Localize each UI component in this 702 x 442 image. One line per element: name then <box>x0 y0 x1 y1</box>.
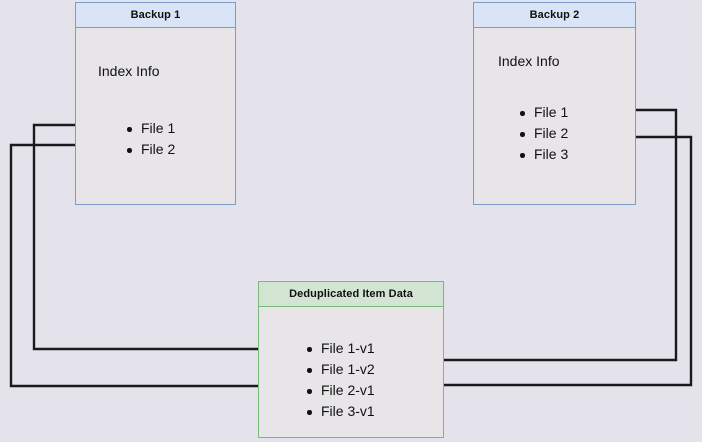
backup-1-node[interactable]: Backup 1 Index Info File 1 File 2 <box>75 2 236 205</box>
dedup-item-list: File 1-v1 File 1-v2 File 2-v1 File 3-v1 <box>305 338 375 422</box>
list-item[interactable]: File 1-v2 <box>305 359 375 380</box>
list-item[interactable]: File 3-v1 <box>305 401 375 422</box>
backup-1-header-label: Backup 1 <box>130 9 181 21</box>
backup-1-file-list: File 1 File 2 <box>125 118 175 160</box>
list-item[interactable]: File 1 <box>125 118 175 139</box>
list-item[interactable]: File 2 <box>518 123 568 144</box>
list-item[interactable]: File 1 <box>518 102 568 123</box>
backup-2-file-list: File 1 File 2 File 3 <box>518 102 568 165</box>
backup-2-header: Backup 2 <box>474 3 635 28</box>
backup-1-subtitle: Index Info <box>98 63 160 79</box>
backup-1-header: Backup 1 <box>76 3 235 28</box>
backup-2-node[interactable]: Backup 2 Index Info File 1 File 2 File 3 <box>473 2 636 205</box>
backup-2-header-label: Backup 2 <box>529 9 580 21</box>
backup-2-subtitle: Index Info <box>498 53 560 69</box>
list-item[interactable]: File 2-v1 <box>305 380 375 401</box>
list-item[interactable]: File 1-v1 <box>305 338 375 359</box>
dedup-header-label: Deduplicated Item Data <box>289 288 413 300</box>
list-item[interactable]: File 2 <box>125 139 175 160</box>
list-item[interactable]: File 3 <box>518 144 568 165</box>
deduplicated-item-data-node[interactable]: Deduplicated Item Data File 1-v1 File 1-… <box>258 281 444 438</box>
dedup-header: Deduplicated Item Data <box>259 282 443 307</box>
